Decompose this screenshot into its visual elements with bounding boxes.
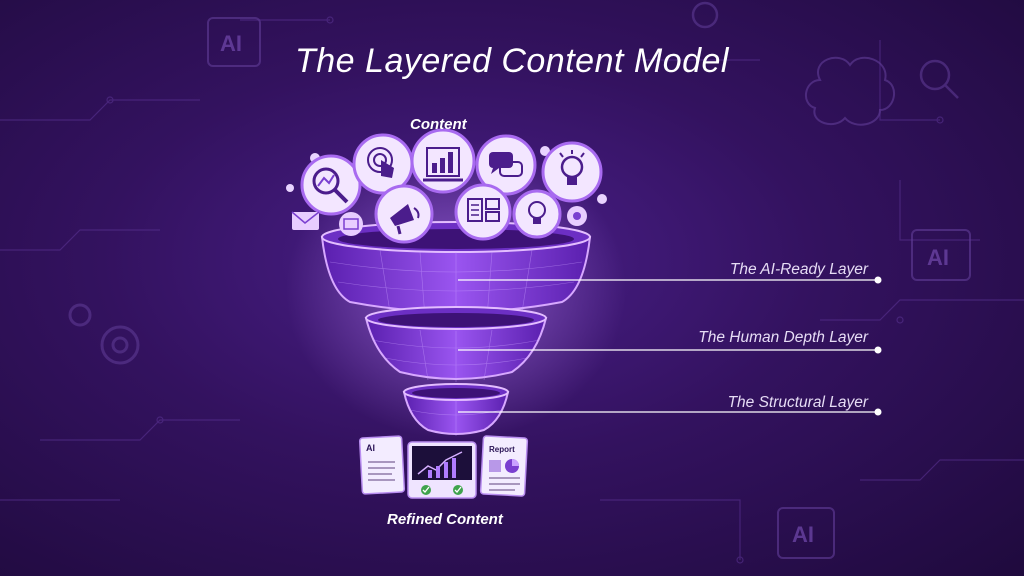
search-analytics-icon bbox=[300, 154, 362, 216]
megaphone-icon bbox=[374, 184, 434, 244]
background-ai-chip-icons bbox=[207, 17, 971, 559]
chip-label: AI bbox=[927, 245, 949, 270]
report-tag: Report bbox=[489, 445, 515, 454]
idea-icon bbox=[512, 189, 562, 239]
leader-endpoint bbox=[874, 346, 882, 354]
background-gear-icons bbox=[68, 303, 140, 365]
leader-endpoint bbox=[874, 408, 882, 416]
funnel-tier-human-depth bbox=[364, 306, 548, 382]
diagram-title: The Layered Content Model bbox=[295, 42, 729, 80]
layer-label-ai-ready: The AI-Ready Layer bbox=[729, 261, 868, 278]
chip-label: AI bbox=[220, 31, 242, 56]
mail-chip-icon bbox=[339, 212, 363, 236]
lightbulb-icon bbox=[541, 141, 603, 203]
refined-content-label: Refined Content bbox=[387, 511, 503, 528]
ai-document-tag: AI bbox=[366, 443, 375, 453]
layer-label-structural: The Structural Layer bbox=[727, 394, 868, 411]
funnel-tier-structural bbox=[402, 383, 510, 436]
ai-document-card bbox=[358, 435, 406, 495]
layer-leader-lines bbox=[458, 279, 877, 413]
background-circuitry bbox=[0, 16, 1024, 564]
content-label: Content bbox=[410, 116, 467, 133]
analytics-screen-card bbox=[407, 441, 477, 499]
chat-bubbles-icon bbox=[475, 134, 537, 196]
refined-content-outputs bbox=[358, 435, 529, 499]
chip-label: AI bbox=[792, 522, 814, 547]
background-brain-icon bbox=[805, 56, 895, 126]
bar-chart-icon bbox=[410, 128, 476, 194]
leader-endpoint bbox=[874, 276, 882, 284]
gear-icon bbox=[567, 206, 587, 226]
document-icon bbox=[454, 183, 512, 241]
touch-icon bbox=[352, 133, 414, 195]
content-icon-cluster bbox=[286, 128, 607, 244]
email-icon bbox=[291, 211, 320, 230]
layer-label-human-depth: The Human Depth Layer bbox=[698, 329, 868, 346]
report-card bbox=[479, 435, 529, 497]
background-magnifier-icon bbox=[691, 1, 959, 99]
